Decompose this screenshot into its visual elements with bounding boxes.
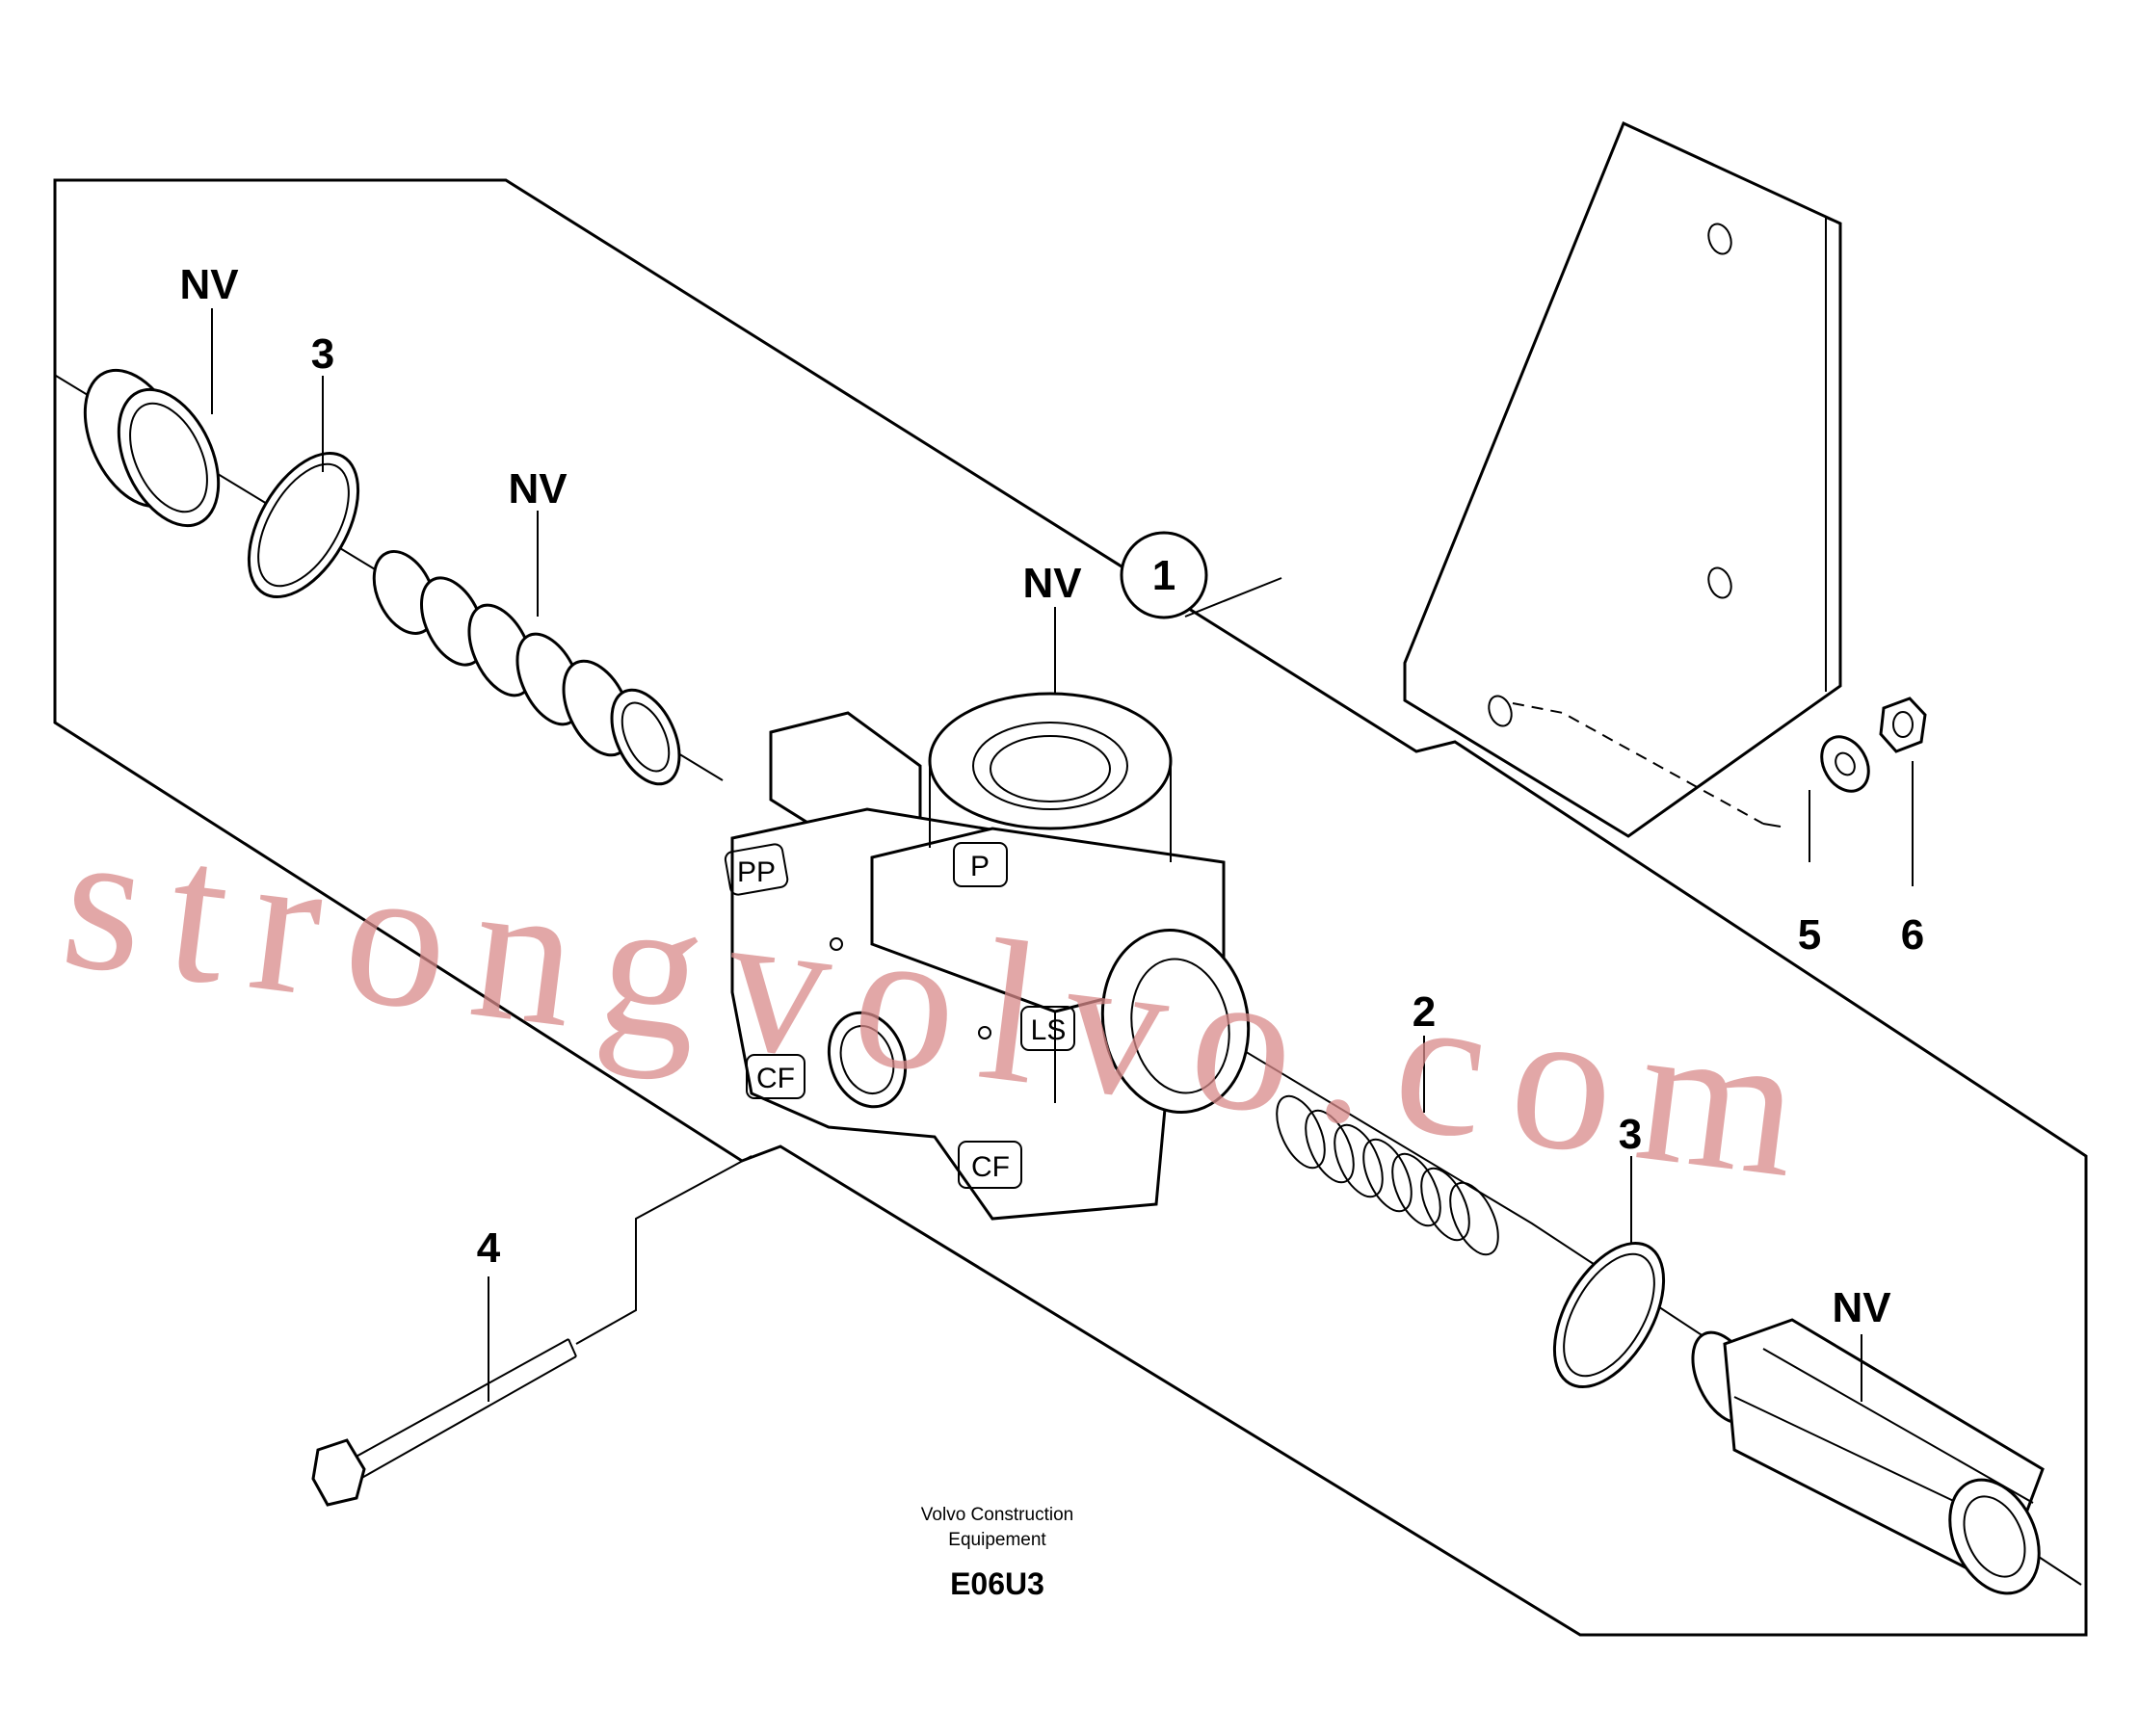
callout-nut: 6 [1901, 911, 1924, 959]
assembly-frame [53, 178, 2088, 1637]
seal-ring-right [1552, 1242, 1666, 1388]
port-p-label: P [970, 851, 990, 882]
callout-nv-body: NV [1022, 560, 1082, 607]
callout-spring: 2 [1413, 988, 1436, 1036]
seal-ring-left [247, 452, 360, 598]
port-ls-label: LS [1031, 1014, 1067, 1046]
callout-nv-fitting: NV [1832, 1284, 1891, 1331]
port-cf-left-label: CF [756, 1063, 795, 1094]
valve-body: PP P LS CF CF [724, 692, 1251, 1221]
callout-washer: 5 [1798, 911, 1821, 959]
callout-bolt: 4 [477, 1224, 501, 1272]
spring [1276, 1094, 1499, 1256]
callout-nv-spool: NV [508, 465, 568, 513]
leader-lines [211, 308, 1914, 1402]
callout-seal-left: 3 [311, 330, 334, 378]
washer [1820, 735, 1870, 793]
credit-block: Volvo Construction Equipement E06U3 [921, 1505, 1073, 1601]
credit-line2: Equipement [948, 1530, 1046, 1550]
callout-nv-plug: NV [179, 261, 239, 308]
callout-assembly: 1 [1152, 552, 1175, 599]
mounting-bracket [1403, 120, 1842, 838]
assembly-circle [1120, 531, 1208, 619]
figure-code: E06U3 [950, 1566, 1044, 1601]
fitting-right [1691, 1318, 2045, 1595]
callout-seal-right: 3 [1619, 1111, 1642, 1158]
port-pp-label: PP [737, 856, 776, 888]
plug-left [83, 368, 221, 528]
spool [372, 550, 681, 786]
bolt [311, 1155, 753, 1507]
callout-labels: NV 3 NV NV 1 2 3 5 6 4 NV [179, 261, 1924, 1331]
nut [1879, 697, 1927, 753]
credit-line1: Volvo Construction [921, 1505, 1073, 1525]
port-cf-bottom-label: CF [971, 1151, 1010, 1183]
